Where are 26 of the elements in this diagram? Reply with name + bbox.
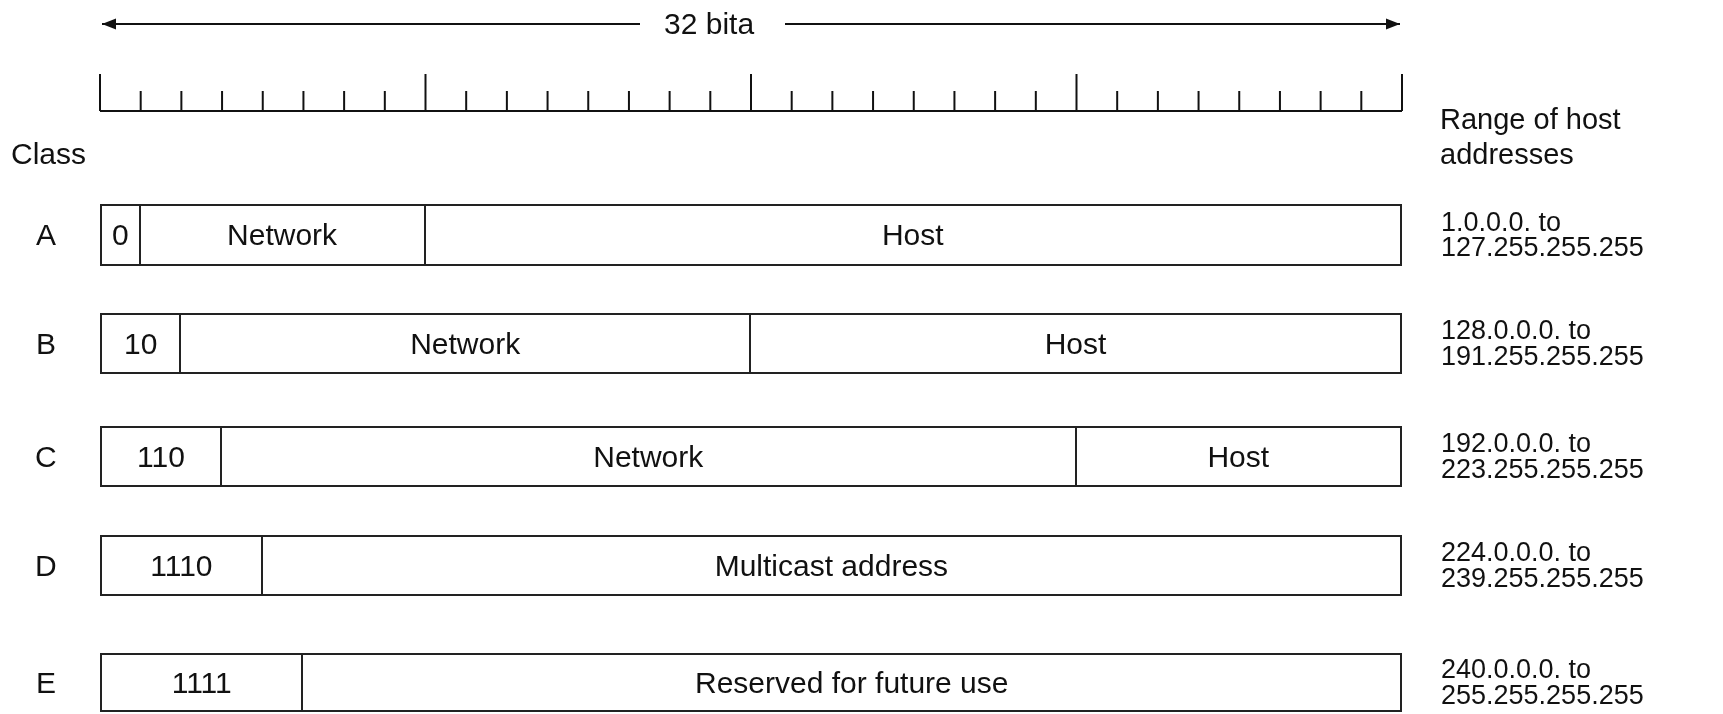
class-letter: C (35, 439, 57, 474)
column-heading: Class (11, 137, 86, 171)
class-letter: A (36, 218, 56, 252)
bit-field: Host (749, 313, 1402, 374)
bit-field: 110 (100, 426, 223, 487)
bit-field: 10 (100, 313, 182, 374)
address-range: 240.0.0.0. to 255.255.255.255 (1441, 657, 1645, 709)
address-range: 224.0.0.0. to 239.255.255.255 (1441, 540, 1645, 592)
bit-field: 1111 (100, 653, 304, 712)
bit-field: Network (179, 313, 751, 374)
bit-field: Host (423, 204, 1402, 266)
bit-field: Multicast address (260, 535, 1402, 596)
dimension-label: 32 bita (664, 7, 755, 41)
address-range: 128.0.0.0. to 191.255.255.255 (1441, 318, 1645, 370)
class-letter: D (35, 548, 57, 583)
class-letter: E (36, 665, 56, 700)
class-letter: B (36, 326, 56, 361)
bit-field: Network (138, 204, 426, 266)
address-range: 192.0.0.0. to 223.255.255.255 (1441, 431, 1645, 483)
bit-field: Network (220, 426, 1077, 487)
column-heading: Range of host addresses (1440, 102, 1622, 172)
bit-field: Reserved for future use (301, 653, 1402, 712)
address-range: 1.0.0.0. to 127.255.255.255 (1441, 209, 1645, 261)
bit-field: Host (1074, 426, 1402, 487)
bit-field: 0 (100, 204, 141, 266)
bit-field: 1110 (100, 535, 263, 596)
